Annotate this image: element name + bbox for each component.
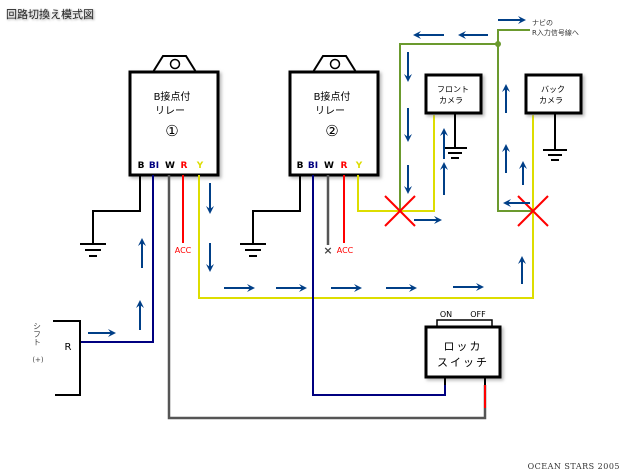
- relay-2-yellow-wire: [357, 115, 435, 212]
- relay-1-ground-wire: [92, 175, 141, 243]
- relay-2-name-line1: B接点付: [314, 90, 351, 103]
- relay-1: B接点付 リレー ① B BI W R Y: [128, 55, 220, 177]
- flow-arrows: [88, 16, 530, 337]
- relay-1-pin-r: R: [181, 161, 188, 171]
- relay-2-number: ②: [325, 122, 338, 140]
- ground-symbol-2: [240, 243, 266, 257]
- green-signal-wire: [399, 43, 533, 212]
- yellow-wire-main: [198, 115, 534, 299]
- shift-sign: (+): [32, 356, 44, 364]
- cross-mark-front: [384, 195, 416, 227]
- relay-2-pin-b: B: [297, 161, 304, 171]
- cross-mark-back: [517, 195, 549, 227]
- back-camera-line2: カメラ: [539, 96, 563, 105]
- relay-2-wires: [252, 115, 446, 396]
- relay-2-pin-w: W: [324, 161, 334, 171]
- switch-line1: ロッカ: [444, 340, 483, 353]
- relay-1-pin-y: Y: [196, 161, 204, 171]
- shift-switch: R シフト (+): [32, 320, 81, 396]
- acc-label-1: ACC: [175, 246, 192, 255]
- relay-2-ground-wire: [252, 175, 301, 243]
- shift-label: シフト: [33, 322, 42, 346]
- front-camera-line1: フロント: [437, 85, 469, 94]
- relay-1-name-line2: リレー: [155, 106, 185, 117]
- green-nav-wire: [497, 29, 530, 44]
- switch-off-label: OFF: [470, 310, 486, 319]
- relay-2: B接点付 リレー ② B BI W R Y: [288, 55, 380, 177]
- diagram-title: 回路切換え模式図: [6, 8, 94, 21]
- switch-on-label: ON: [440, 310, 452, 319]
- relay-1-pin-bl: BI: [149, 161, 159, 171]
- junction-dot: [495, 41, 501, 47]
- acc-label-2: ACC: [337, 246, 354, 255]
- relay-1-blue-wire: [80, 175, 154, 343]
- unconnected-mark: ×: [323, 244, 332, 257]
- relay-2-blue-wire: [312, 175, 446, 396]
- relay-1-pin-b: B: [138, 161, 145, 171]
- relay-1-name-line1: B接点付: [154, 90, 191, 103]
- relay-2-pin-r: R: [341, 161, 348, 171]
- back-camera: バック カメラ: [524, 73, 583, 161]
- nav-label-line2: R入力信号線へ: [532, 28, 579, 37]
- back-camera-line1: バック: [541, 85, 565, 94]
- ground-symbol-1: [80, 243, 106, 257]
- relay-2-name-line2: リレー: [315, 106, 345, 117]
- relay-2-pin-y: Y: [355, 161, 363, 171]
- front-camera: フロント カメラ: [424, 73, 483, 159]
- nav-label-line1: ナビの: [532, 18, 553, 27]
- signature: OCEAN STARS 2005: [527, 462, 620, 471]
- shift-position-label: R: [65, 342, 72, 353]
- relay-1-pin-w: W: [165, 161, 175, 171]
- switch-line2: スイッチ: [437, 356, 489, 369]
- rocker-switch: ON OFF ロッカ スイッチ: [424, 310, 502, 408]
- relay-1-number: ①: [165, 122, 178, 140]
- relay-2-pin-bl: BI: [308, 161, 318, 171]
- front-camera-line2: カメラ: [439, 96, 463, 105]
